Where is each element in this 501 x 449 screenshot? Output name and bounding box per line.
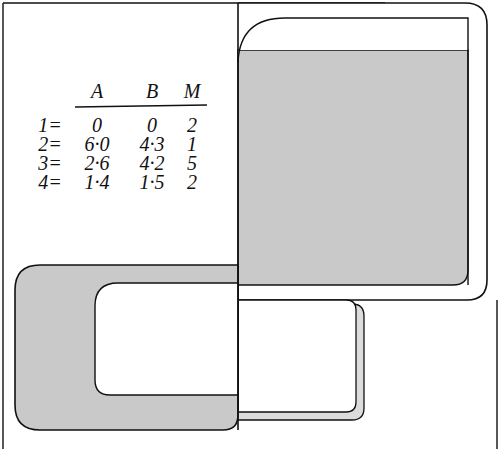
table-cell: 1·5 bbox=[140, 171, 165, 193]
inner-outline bbox=[238, 18, 468, 285]
outer-square bbox=[238, 3, 487, 300]
table-rule bbox=[75, 105, 207, 107]
table-cell: 5 bbox=[187, 152, 197, 174]
shaded-square bbox=[15, 265, 238, 430]
table-cell: 0 bbox=[147, 114, 157, 136]
table-cell: 2 bbox=[187, 114, 197, 136]
white-square bbox=[238, 300, 356, 412]
column-header: A bbox=[91, 80, 103, 102]
table-cell: 6·0 bbox=[85, 133, 110, 155]
shaded-square bbox=[238, 50, 468, 285]
table-cell: 0 bbox=[92, 114, 102, 136]
table-cell: 1 bbox=[187, 133, 197, 155]
table-cell: 2·6 bbox=[85, 152, 110, 174]
divider-line bbox=[237, 3, 239, 430]
table-cell: 2= bbox=[38, 133, 62, 155]
table-cell: 1·4 bbox=[85, 171, 110, 193]
table-cell: 4= bbox=[38, 171, 62, 193]
column-header: B bbox=[146, 80, 158, 102]
table-cell: 1= bbox=[38, 114, 62, 136]
table-cell: 3= bbox=[38, 152, 62, 174]
frame-line bbox=[2, 3, 3, 449]
column-header: M bbox=[184, 80, 201, 102]
table-cell: 4·2 bbox=[140, 152, 165, 174]
table-cell: 4·3 bbox=[140, 133, 165, 155]
white-band bbox=[238, 18, 468, 62]
white-square bbox=[95, 283, 238, 395]
frame-line bbox=[496, 300, 497, 449]
table-cell: 2 bbox=[187, 171, 197, 193]
